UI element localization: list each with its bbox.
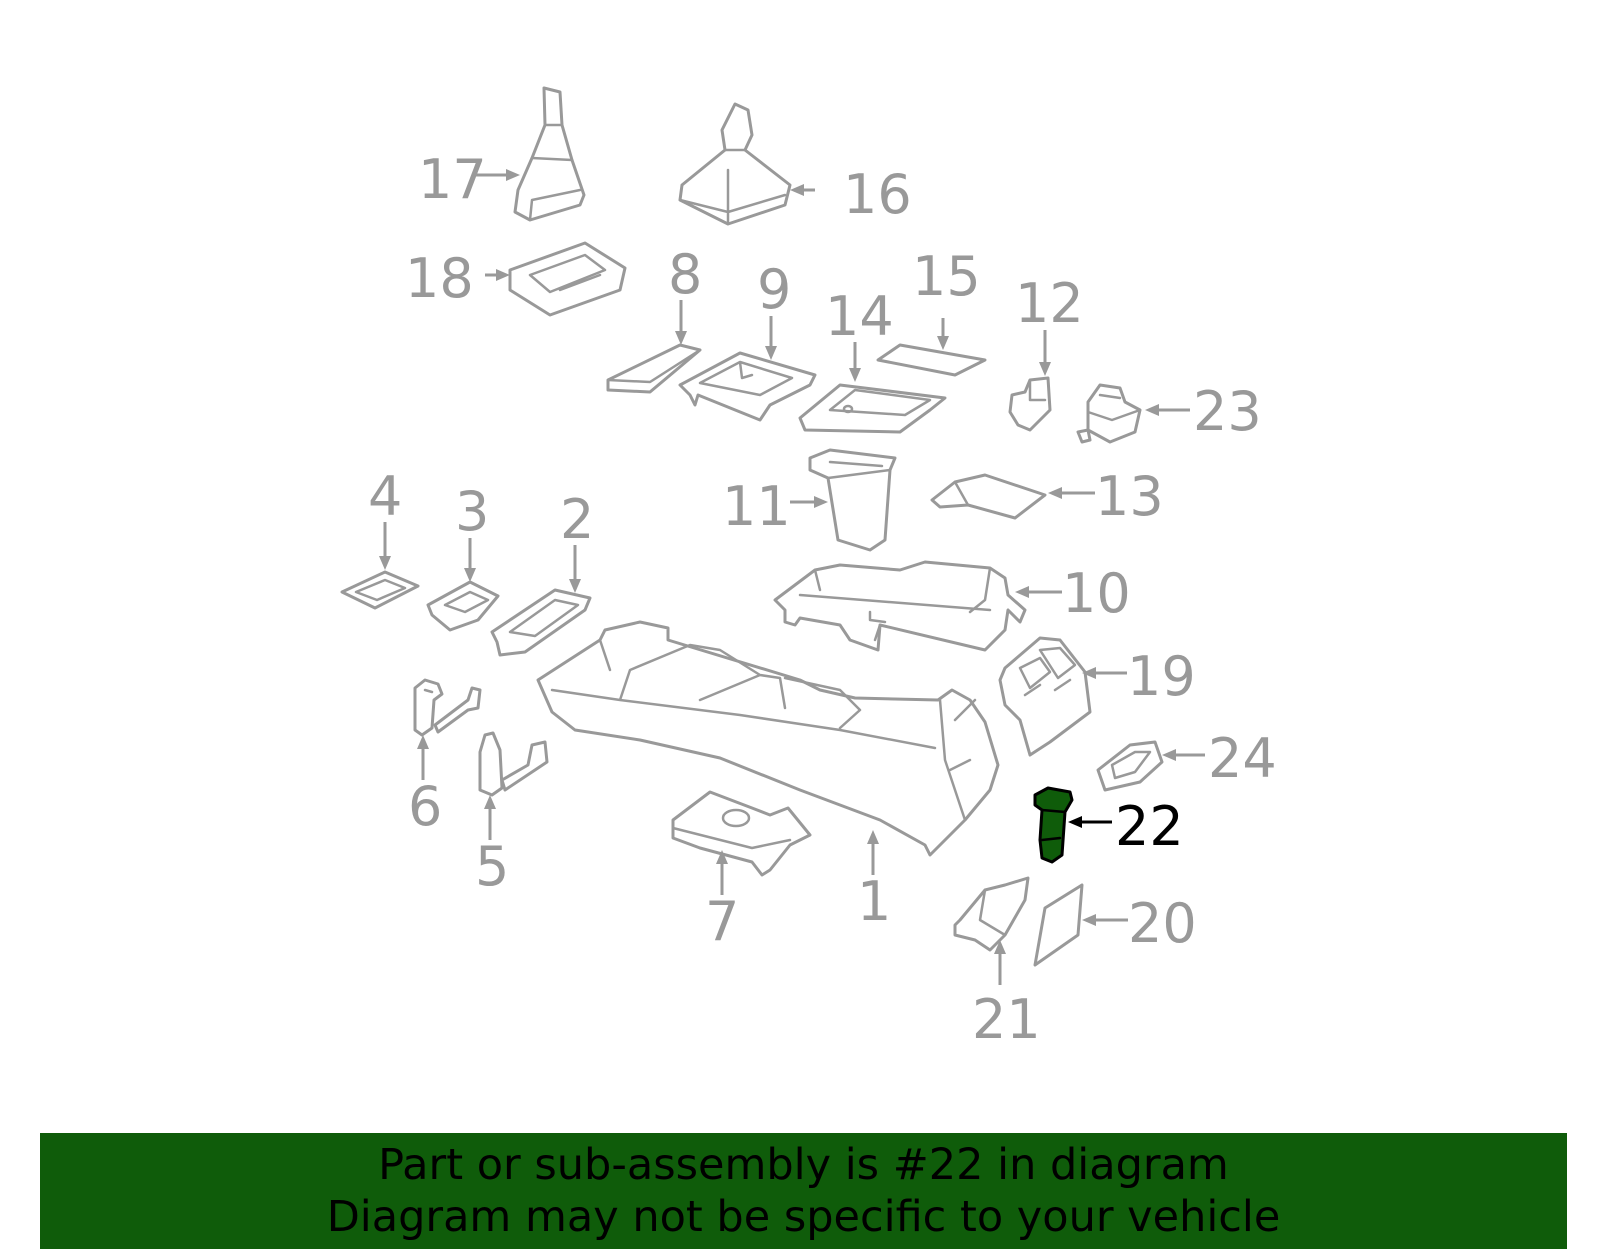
callout-9: 9 [757,258,791,321]
callout-8: 8 [668,243,702,306]
part-17-shift-knob[interactable] [513,86,586,222]
part-8-trim-strip[interactable] [606,343,702,394]
banner-line-2: Diagram may not be specific to your vehi… [326,1192,1281,1242]
callout-22: 22 [1115,795,1184,858]
callout-15: 15 [912,245,981,308]
part-1-main-console[interactable] [536,620,1000,857]
callout-6: 6 [408,775,442,838]
part-23-switch[interactable] [1076,383,1142,444]
part-19-vent[interactable] [998,636,1092,757]
callout-18: 18 [405,247,474,310]
part-16-shift-boot[interactable] [678,102,792,226]
part-5-connector[interactable] [478,731,549,797]
callout-2: 2 [560,488,594,551]
callout-24: 24 [1208,727,1277,790]
callout-5: 5 [475,835,509,898]
callout-7: 7 [705,890,739,953]
callout-3: 3 [455,480,489,543]
leader-arrows [379,169,1205,985]
part-6-connector[interactable] [413,678,482,737]
part-18-shift-bezel[interactable] [508,241,627,317]
part-20-panel[interactable] [1033,883,1084,967]
callout-10: 10 [1062,562,1131,625]
part-21-bracket[interactable] [953,876,1030,952]
callout-14: 14 [825,285,894,348]
part-13-trim[interactable] [930,473,1047,520]
callout-12: 12 [1015,272,1084,335]
callout-11: 11 [722,475,791,538]
part-22-plug-highlighted[interactable] [1033,786,1074,864]
part-7-base-plate[interactable] [671,790,812,877]
callout-13: 13 [1095,465,1164,528]
part-9-frame[interactable] [678,351,817,422]
callout-23: 23 [1193,380,1262,443]
part-24-switch-module[interactable] [1096,740,1164,792]
callout-16: 16 [843,163,912,226]
part-14-bin-cover[interactable] [798,383,947,434]
part-11-cup-insert[interactable] [808,448,897,552]
part-2-tray[interactable] [490,588,592,657]
banner-line-1: Part or sub-assembly is #22 in diagram [378,1140,1229,1190]
callout-4: 4 [368,465,402,528]
part-12-bracket[interactable] [1008,376,1052,432]
callout-21: 21 [972,988,1041,1051]
part-4-pad[interactable] [340,570,420,610]
callout-17: 17 [418,148,487,211]
part-15-lid-panel[interactable] [876,343,987,377]
callout-19: 19 [1127,645,1196,708]
callout-20: 20 [1128,892,1197,955]
info-banner: Part or sub-assembly is #22 in diagram D… [40,1133,1567,1249]
callout-labels: 17 16 18 8 9 14 15 12 23 11 13 10 19 24 … [368,148,1277,1051]
part-10-top-bin[interactable] [773,560,1027,652]
part-3-insert[interactable] [426,580,500,632]
callout-1: 1 [857,870,891,933]
